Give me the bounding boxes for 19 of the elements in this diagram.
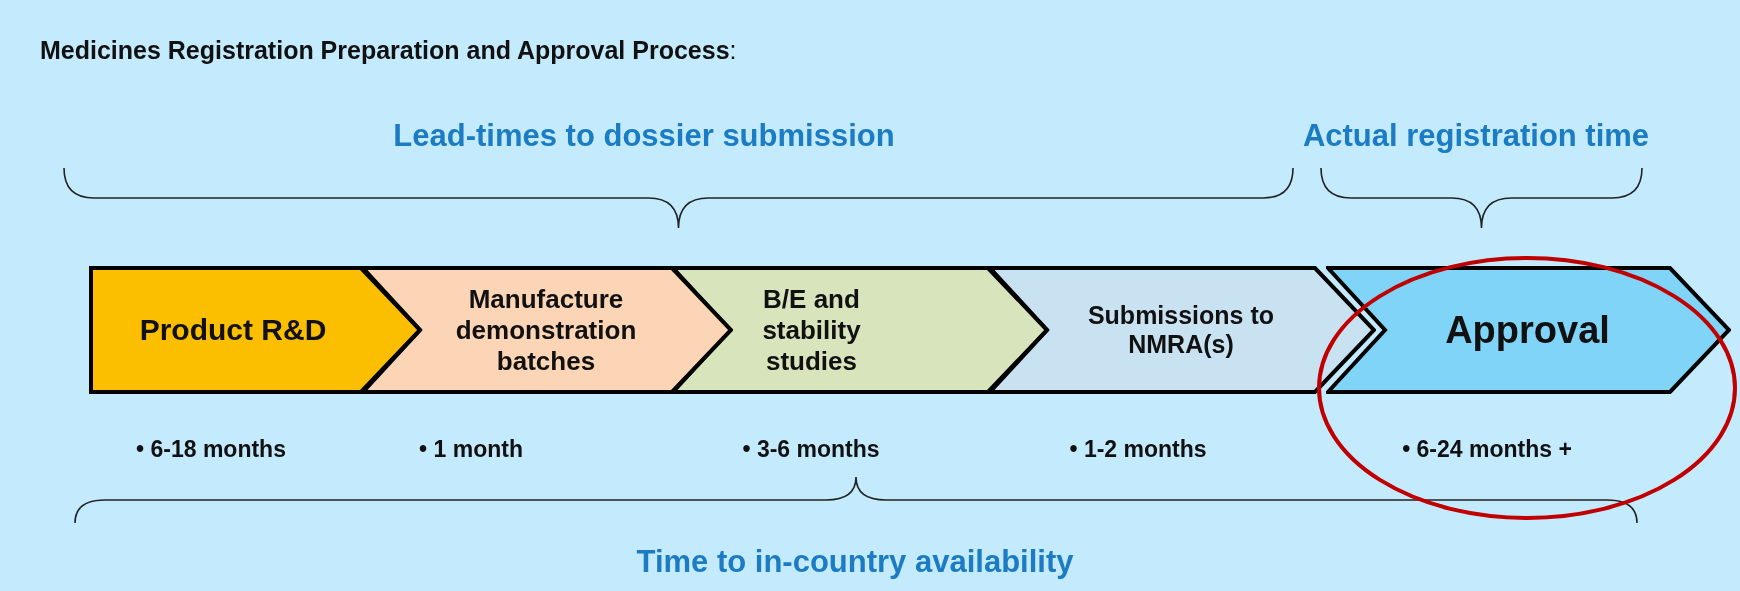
duration-text: • 6-18 months xyxy=(136,436,286,463)
process-step-banner xyxy=(361,266,733,394)
step-label: Approval xyxy=(1445,308,1610,352)
step-label: Submissions to NMRA(s) xyxy=(1086,301,1276,359)
process-step-banner xyxy=(1326,266,1731,394)
duration-text: • 6-24 months + xyxy=(1402,436,1572,463)
step-label: Manufacture demonstration batches xyxy=(454,283,638,377)
bracket-label: Time to in-country availability xyxy=(636,544,1074,580)
diagram-title: Medicines Registration Preparation and Approval Process: xyxy=(40,36,737,65)
duration-text: • 1-2 months xyxy=(1069,436,1207,463)
step-label: B/E and stability studies xyxy=(761,283,862,377)
process-step-banner xyxy=(89,266,422,394)
bracket-label: Actual registration time xyxy=(1302,118,1650,154)
bracket-label: Lead-times to dossier submission xyxy=(393,118,895,154)
process-step-banner xyxy=(671,266,1049,394)
step-label: Product R&D xyxy=(139,313,327,347)
duration-text: • 1 month xyxy=(419,436,523,463)
process-step-banner xyxy=(988,266,1376,394)
duration-text: • 3-6 months xyxy=(742,436,880,463)
